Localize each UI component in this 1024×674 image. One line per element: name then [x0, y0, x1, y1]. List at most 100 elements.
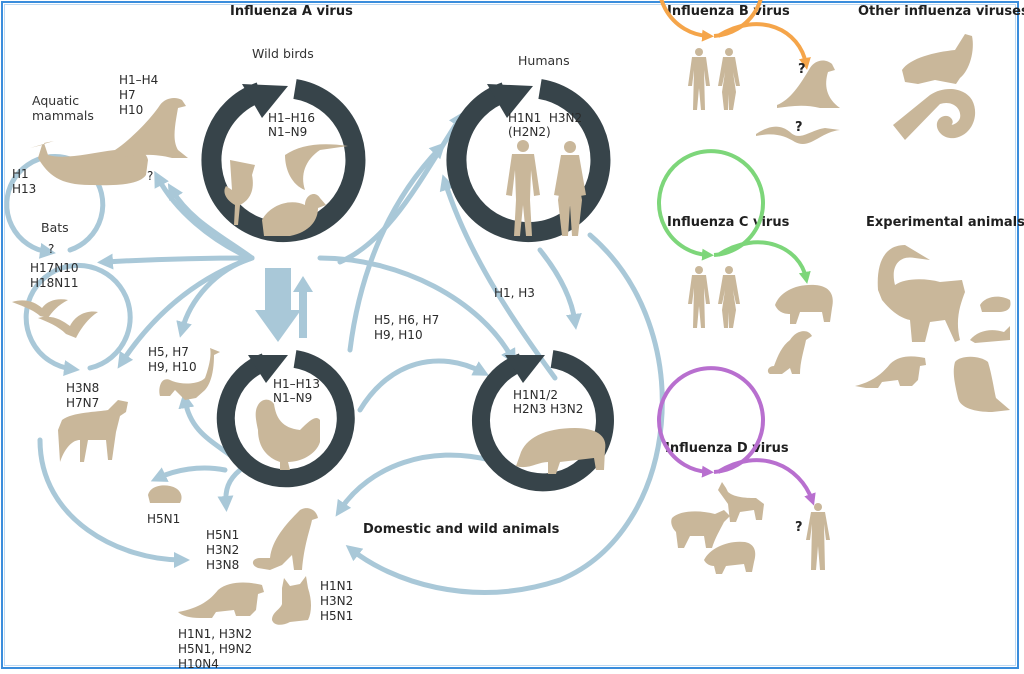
monkey-icon [877, 245, 965, 342]
ferret-icon [178, 582, 264, 618]
seal-subtype: H1–H4 [119, 73, 158, 87]
arrow-poultry-to-guinea-pig [150, 465, 228, 482]
humans-icon [506, 140, 586, 236]
arrow-birds-to-whale [154, 170, 253, 261]
ferret-exp-icon [855, 356, 926, 388]
influenza-b-eel-icon [756, 126, 840, 145]
aquatic-unknown-mark: ? [147, 169, 153, 183]
influenza-b-humans-icon [688, 48, 740, 110]
arrow-pigs-to-humans [439, 174, 558, 381]
seal-subtype: H7 [119, 88, 136, 102]
arrow-poultry-to-humans [347, 142, 446, 353]
goat-icon [718, 482, 764, 522]
arrow-poultry-to-dog [217, 467, 243, 512]
arrow-humans-to-domestic [345, 232, 665, 595]
bats-label: Bats [41, 220, 69, 235]
wild-birds-subtype: H1–H16 [268, 111, 315, 125]
guinea-pig-icon [148, 485, 182, 503]
arrow-birds-to-ostrich [176, 255, 255, 338]
ferret-subtype: H1N1, H3N2 [178, 627, 252, 641]
guinea-pig-subtype: H5N1 [147, 512, 180, 526]
influenza-b-eel-unknown: ? [795, 120, 803, 135]
arrow-pigs-to-domestic [335, 452, 493, 517]
aquatic-mammals-label: Aquatic [32, 93, 79, 108]
influenza-c-cycle [657, 149, 811, 284]
guinea-pig-exp-icon [980, 296, 1011, 312]
worm-icon [893, 88, 976, 140]
humans-subtype: (H2N2) [508, 125, 551, 139]
arrow-birds-to-pigs [317, 255, 516, 366]
birds-to-pigs-subtype: H5, H6, H7 [374, 313, 439, 327]
ferret-subtype: H10N4 [178, 657, 219, 671]
influenza-d-human-unknown: ? [795, 520, 803, 535]
humans-subtype: H1N1 H3N2 [508, 111, 582, 125]
arrow-horses-to-domestic [37, 437, 190, 568]
mouse-icon [970, 326, 1010, 343]
wild-birds-label: Wild birds [252, 46, 314, 61]
pigs-subtype: H1N1/2 [513, 388, 558, 402]
influenza-d-cycle [657, 366, 816, 506]
cat-subtype: H3N2 [320, 594, 353, 608]
wild-birds-icon [224, 144, 348, 236]
whale-subtype: H1 [12, 167, 29, 181]
pigs-subtype: H2N3 H3N2 [513, 402, 583, 416]
arrow-poultry-to-pigs [357, 358, 490, 413]
ostrich-icon [159, 348, 220, 400]
seal-subtype: H10 [119, 103, 143, 117]
horses-subtype: H3N8 [66, 381, 99, 395]
title-other-influenza: Other influenza viruses [858, 4, 1024, 19]
influenza-b-seal-unknown: ? [798, 62, 806, 77]
arrow-birds-to-humans [337, 111, 465, 265]
bats-subtype: H18N11 [30, 276, 79, 290]
cat-icon [272, 576, 311, 625]
humans-ring [446, 79, 611, 243]
pig-icon [516, 428, 606, 474]
arrow-birds-to-seal [167, 183, 255, 261]
arrow-poultry-to-wildbirds-thin [293, 276, 313, 338]
title-influenza-b: Influenza B virus [667, 4, 790, 19]
ferret-subtype: H5N1, H9N2 [178, 642, 252, 656]
influenza-c-humans-icon [688, 266, 740, 328]
birds-to-pigs-subtype: H9, H10 [374, 328, 423, 342]
marmoset-icon [953, 356, 1010, 412]
influenza-d-human-icon [806, 503, 830, 570]
bats-icon [12, 299, 98, 338]
influenza-c-dog-icon [767, 331, 812, 374]
frog-icon [902, 34, 973, 84]
seal-icon [112, 97, 188, 158]
horses-cycle-ring [23, 262, 133, 376]
ostrich-subtype: H5, H7 [148, 345, 189, 359]
dog-icon [252, 508, 318, 570]
title-experimental-animals: Experimental animals [866, 215, 1024, 230]
ostrich-subtype: H9, H10 [148, 360, 197, 374]
title-influenza-a: Influenza A virus [230, 4, 353, 19]
influenza-b-cycle [659, 0, 811, 70]
title-influenza-c: Influenza C virus [667, 215, 790, 230]
humans-to-pigs-subtype: H1, H3 [494, 286, 535, 300]
wild-birds-subtype: N1–N9 [268, 125, 307, 139]
dog-subtype: H5N1 [206, 528, 239, 542]
chicken-icon [255, 399, 320, 470]
arrow-humans-to-pigs [537, 247, 582, 330]
cow-icon [671, 510, 730, 548]
pigs-ring [472, 350, 614, 492]
influenza-c-pig-icon [775, 284, 833, 324]
influenza-d-pig-icon [704, 541, 756, 574]
dog-subtype: H3N2 [206, 543, 239, 557]
title-domestic-wild-animals: Domestic and wild animals [363, 522, 560, 537]
arrow-poultry-to-ostrich [178, 392, 233, 458]
bats-unknown-mark: ? [48, 242, 54, 256]
poultry-subtype: N1–N9 [273, 391, 312, 405]
dog-subtype: H3N8 [206, 558, 239, 572]
poultry-subtype: H1–H13 [273, 377, 320, 391]
whale-subtype: H13 [12, 182, 36, 196]
bats-subtype: H17N10 [30, 261, 79, 275]
title-influenza-d: Influenza D virus [665, 441, 789, 456]
arrow-birds-to-bats [97, 253, 255, 270]
cat-subtype: H1N1 [320, 579, 353, 593]
aquatic-mammals-label: mammals [32, 108, 94, 123]
arrow-wildbirds-to-poultry-thick [255, 268, 301, 342]
cat-subtype: H5N1 [320, 609, 353, 623]
